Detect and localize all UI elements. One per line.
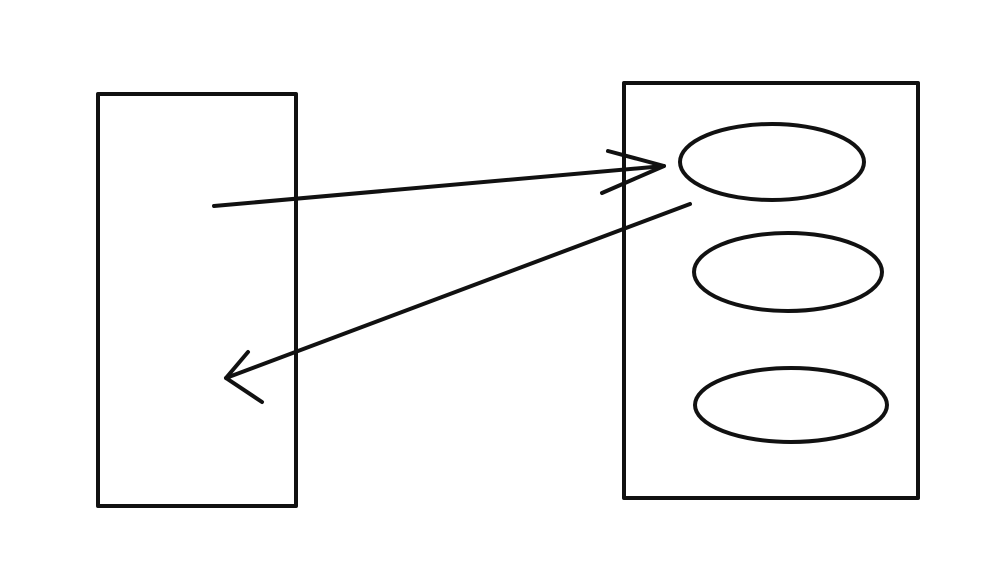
arrow-left-to-ellipse-top — [212, 149, 666, 208]
arrow-line — [212, 164, 666, 208]
arrowhead — [600, 149, 666, 195]
ellipse-top — [678, 122, 866, 202]
left-box — [96, 92, 298, 508]
right-box — [622, 81, 920, 500]
arrow-ellipse-top-to-left — [224, 202, 692, 404]
arrow-line — [224, 202, 692, 380]
arrowhead — [224, 350, 264, 404]
ellipse-middle — [692, 231, 884, 313]
ellipse-bottom — [693, 366, 889, 444]
